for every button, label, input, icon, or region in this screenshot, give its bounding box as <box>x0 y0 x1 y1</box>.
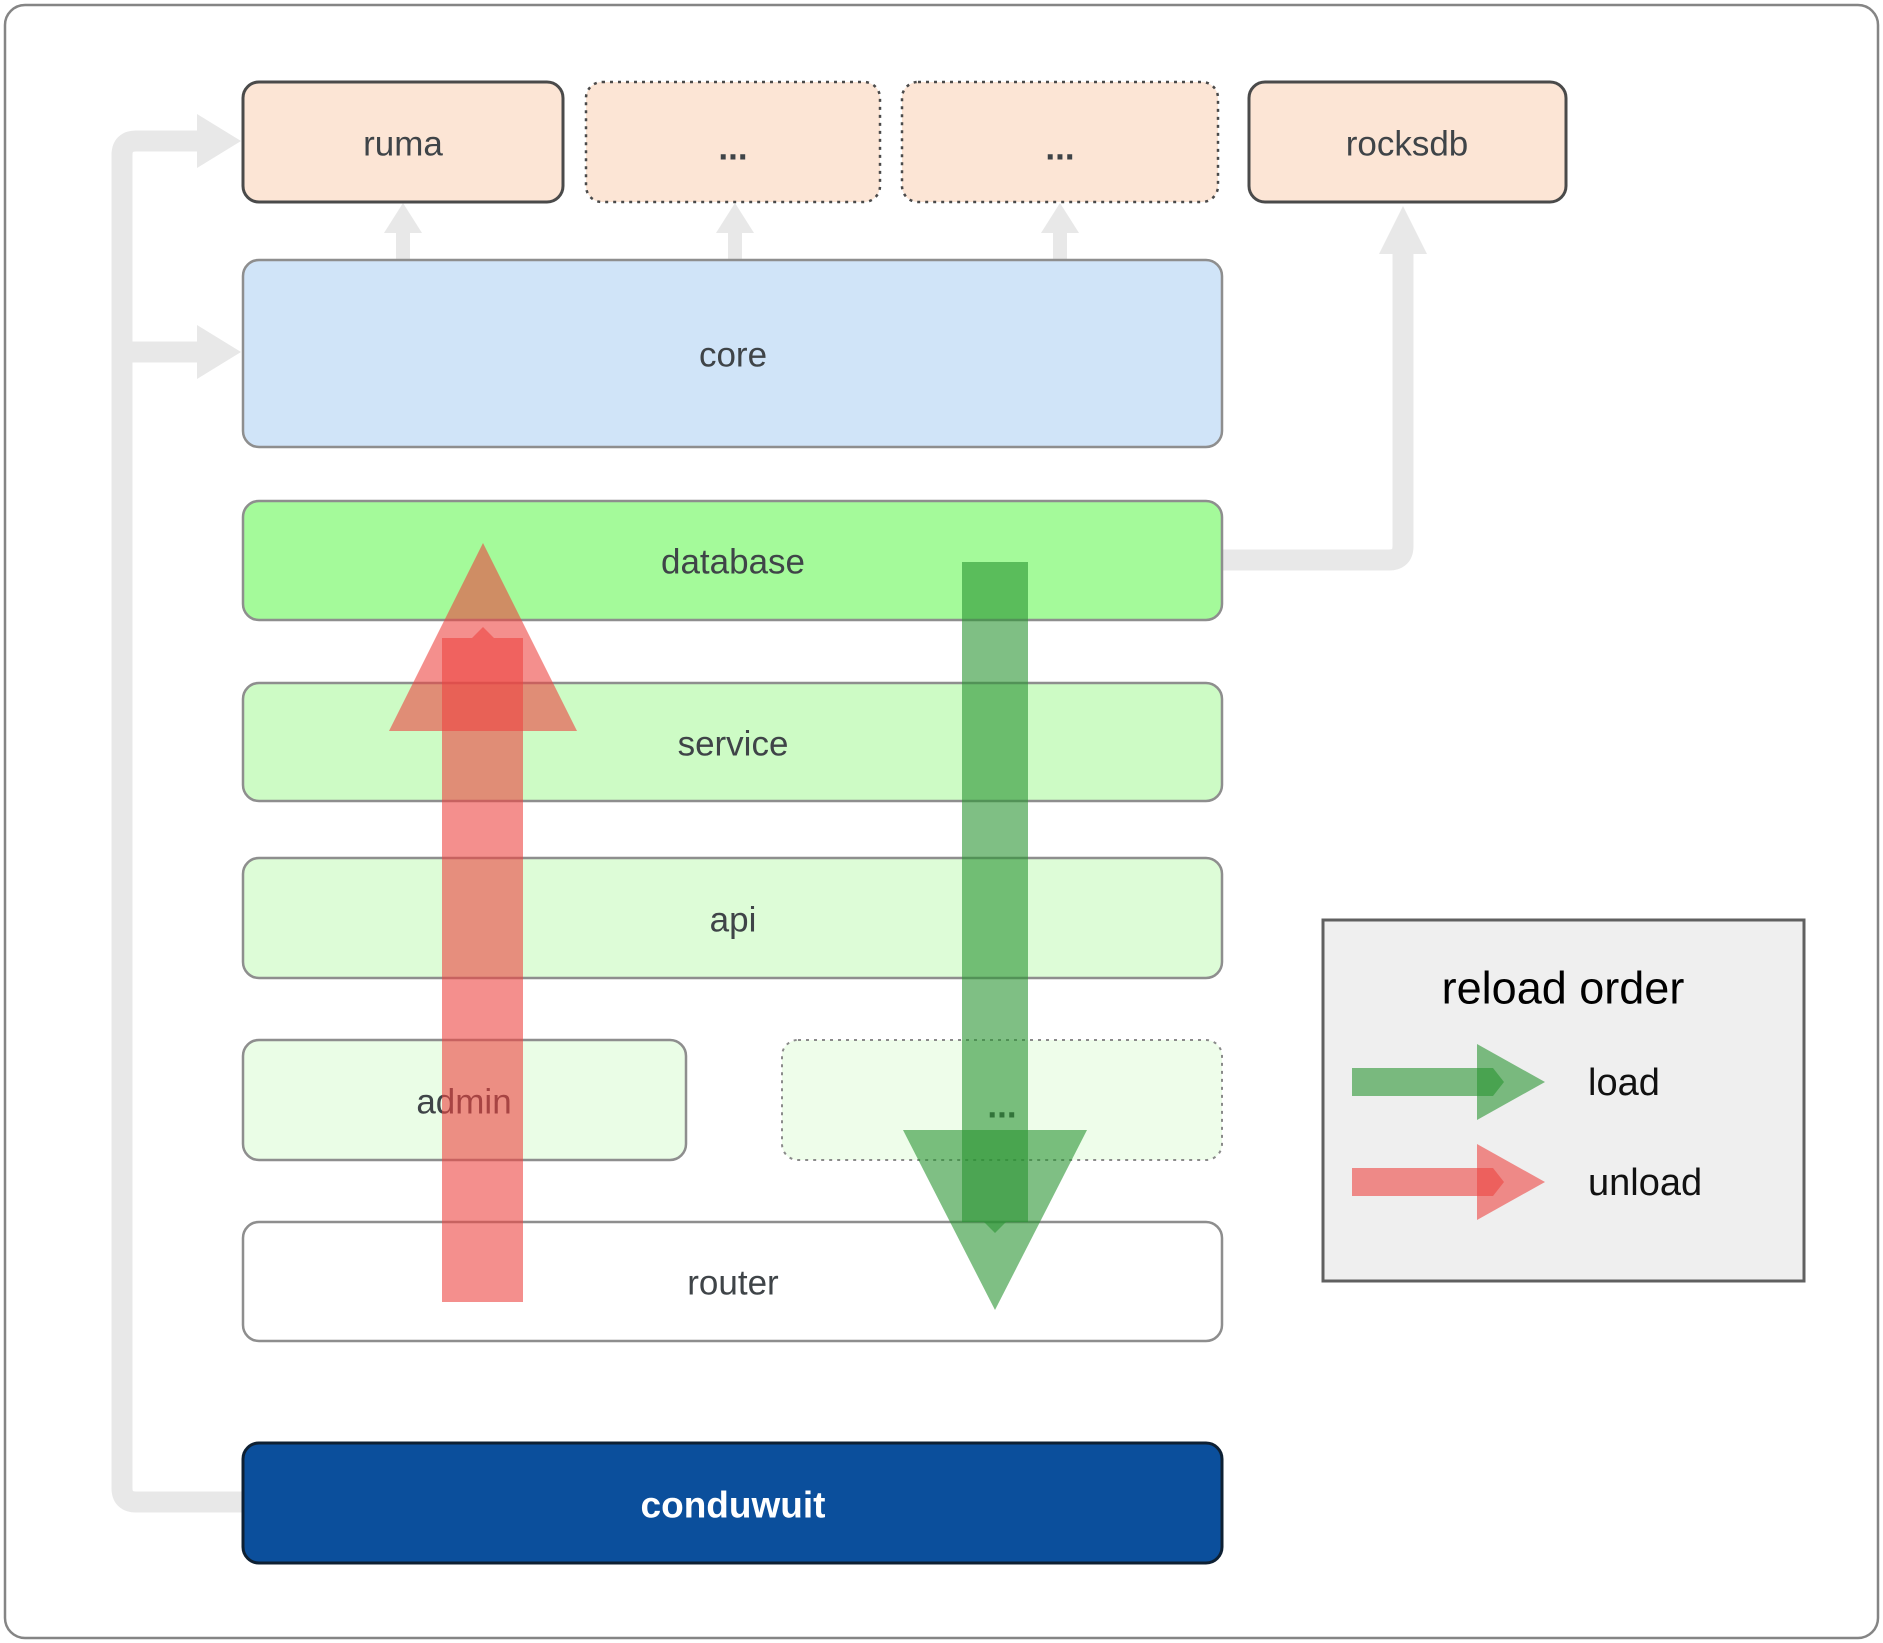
node-api-label: api <box>710 901 757 940</box>
node-crate-more-2 <box>900 80 1220 204</box>
arrow-core-to-ruma-shaft <box>396 233 410 261</box>
gray-connectors <box>111 114 1427 1513</box>
node-router-label: router <box>687 1264 779 1303</box>
legend-unload-arrow-head-icon <box>1477 1144 1545 1220</box>
node-ruma <box>241 80 565 204</box>
legend-load-arrow-head-icon <box>1477 1044 1545 1120</box>
node-crate-more-2-label: ... <box>1045 129 1074 168</box>
node-crate-more-1 <box>584 80 882 204</box>
unload-arrow-shaft <box>442 627 523 1302</box>
legend-load-label: load <box>1588 1062 1660 1104</box>
legend-unload-label: unload <box>1588 1162 1702 1204</box>
legend-box <box>1321 918 1806 1283</box>
node-core-label: core <box>699 336 767 375</box>
arrow-core-to-crate1-head-icon <box>716 203 754 233</box>
reload-arrows <box>389 543 1087 1310</box>
node-service-label: service <box>678 725 789 764</box>
diagram-frame <box>3 3 1880 1640</box>
arrow-core-to-crate2-shaft <box>1053 233 1067 261</box>
node-crate-more-1-label: ... <box>718 129 747 168</box>
node-rocksdb <box>1247 80 1568 204</box>
node-conduwuit-label: conduwuit <box>641 1485 826 1526</box>
arrowhead-into-core-icon <box>197 325 241 379</box>
arrowhead-into-ruma-icon <box>197 114 241 168</box>
arrow-core-to-crate1-shaft <box>728 233 742 261</box>
load-arrow-shaft <box>962 562 1028 1233</box>
unload-arrow-head-icon <box>389 543 577 731</box>
legend-unload-arrow-shaft <box>1352 1168 1504 1196</box>
legend: reload order load unload <box>1321 918 1806 1283</box>
connector-database-to-rocksdb <box>1222 252 1414 571</box>
arrow-core-to-ruma-head-icon <box>384 203 422 233</box>
connector-conduwuit-to-ruma <box>111 130 243 1513</box>
legend-title: reload order <box>1442 963 1685 1014</box>
node-conduwuit <box>241 1441 1224 1565</box>
node-rocksdb-label: rocksdb <box>1346 125 1469 164</box>
arrowhead-into-rocksdb-icon <box>1379 206 1427 254</box>
load-arrow-head-icon <box>903 1130 1087 1310</box>
node-database-label: database <box>661 543 805 582</box>
node-core <box>241 258 1224 449</box>
legend-load-arrow-shaft <box>1352 1068 1504 1096</box>
node-ruma-label: ruma <box>363 125 443 164</box>
arrow-core-to-crate2-head-icon <box>1041 203 1079 233</box>
